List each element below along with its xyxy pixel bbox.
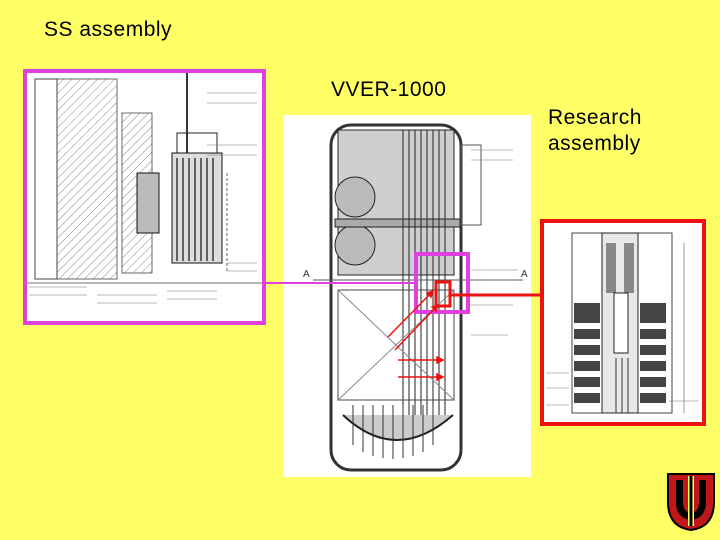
institute-logo-icon [666,472,716,532]
reactor-schematic: A A [303,123,528,472]
vver-1000-reactor-drawing: A A [283,115,531,477]
research-title-line2: assembly [548,132,641,155]
vver-1000-title: VVER-1000 [331,78,447,101]
research-assembly-drawing [540,219,706,426]
svg-text:A: A [521,269,528,280]
research-title-line1: Research [548,106,642,129]
ss-assembly-schematic [27,73,262,304]
research-assembly-title: Research assembly [548,105,642,157]
research-assembly-schematic [546,232,699,414]
ss-assembly-drawing [23,69,266,325]
svg-text:A: A [303,269,310,280]
ss-assembly-title: SS assembly [44,18,173,41]
